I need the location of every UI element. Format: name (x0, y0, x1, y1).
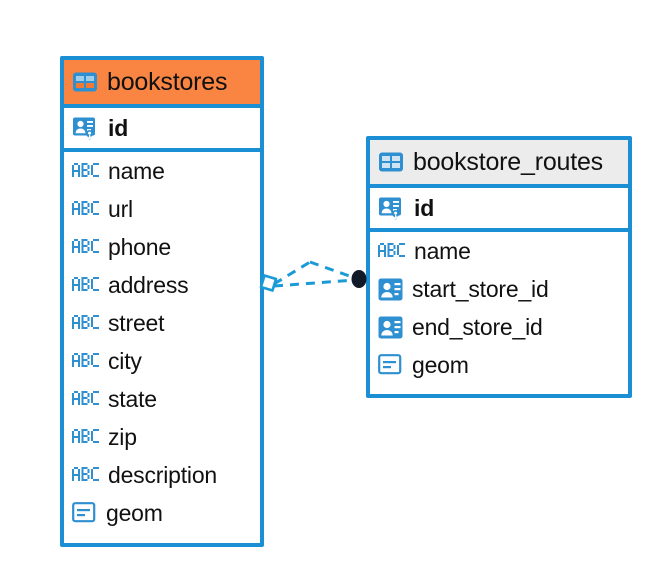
abc-text-icon (72, 163, 99, 179)
entity-bookstores-header[interactable]: bookstores (64, 60, 260, 108)
field-row-geom[interactable]: geom (370, 346, 628, 384)
relationship-line-upper-right (309, 260, 356, 280)
abc-text-icon (72, 467, 99, 483)
field-row-name[interactable]: name (64, 152, 260, 190)
field-label-address: address (108, 271, 189, 298)
table-icon (72, 69, 98, 95)
field-label-geom: geom (106, 499, 163, 526)
field-label-end-store-id: end_store_id (412, 313, 543, 340)
rhombus-marker (259, 274, 278, 292)
entity-bookstore-routes-header[interactable]: bookstore_routes (370, 140, 628, 188)
field-label-url: url (108, 195, 133, 222)
field-label-zip: zip (108, 423, 137, 450)
field-label-description: description (108, 461, 218, 488)
field-row-end-store-id[interactable]: end_store_id (370, 308, 628, 346)
abc-text-icon (378, 243, 405, 259)
primary-key-icon (378, 195, 405, 222)
field-label-street: street (108, 309, 165, 336)
abc-text-icon (72, 315, 99, 331)
field-label-id: id (414, 194, 435, 221)
field-row-id[interactable]: id (370, 188, 628, 232)
field-label-phone: phone (108, 233, 171, 260)
field-row-description[interactable]: description (64, 456, 260, 494)
field-label-state: state (108, 385, 157, 412)
abc-text-icon (72, 429, 99, 445)
entity-bookstores[interactable]: bookstores id (60, 56, 264, 547)
entity-bookstore-routes-title: bookstore_routes (413, 147, 603, 176)
field-label-name: name (414, 237, 471, 264)
field-row-zip[interactable]: zip (64, 418, 260, 456)
field-label-start-store-id: start_store_id (412, 275, 549, 302)
field-label-geom: geom (412, 351, 469, 378)
table-icon (378, 149, 404, 175)
entity-bookstore-routes[interactable]: bookstore_routes id (366, 136, 632, 398)
field-row-street[interactable]: street (64, 304, 260, 342)
field-row-name[interactable]: name (370, 232, 628, 270)
primary-key-icon (72, 115, 99, 142)
relationship-connector[interactable] (255, 248, 375, 304)
foreign-key-icon (378, 277, 403, 302)
abc-text-icon (72, 391, 99, 407)
field-row-city[interactable]: city (64, 342, 260, 380)
field-row-start-store-id[interactable]: start_store_id (370, 270, 628, 308)
field-label-city: city (108, 347, 142, 374)
geometry-icon (72, 502, 97, 524)
relationship-line-lower (273, 278, 356, 288)
entity-bookstores-title: bookstores (107, 67, 228, 96)
field-label-id: id (108, 114, 129, 141)
abc-text-icon (72, 239, 99, 255)
field-row-address[interactable]: address (64, 266, 260, 304)
foreign-key-icon (378, 315, 403, 340)
field-label-name: name (108, 157, 165, 184)
field-row-state[interactable]: state (64, 380, 260, 418)
geometry-icon (378, 354, 403, 376)
abc-text-icon (72, 277, 99, 293)
field-row-id[interactable]: id (64, 108, 260, 152)
field-row-geom[interactable]: geom (64, 494, 260, 532)
abc-text-icon (72, 201, 99, 217)
field-row-phone[interactable]: phone (64, 228, 260, 266)
filled-circle-marker (351, 270, 367, 288)
relationship-line-upper-left (273, 260, 311, 286)
abc-text-icon (72, 353, 99, 369)
field-row-url[interactable]: url (64, 190, 260, 228)
